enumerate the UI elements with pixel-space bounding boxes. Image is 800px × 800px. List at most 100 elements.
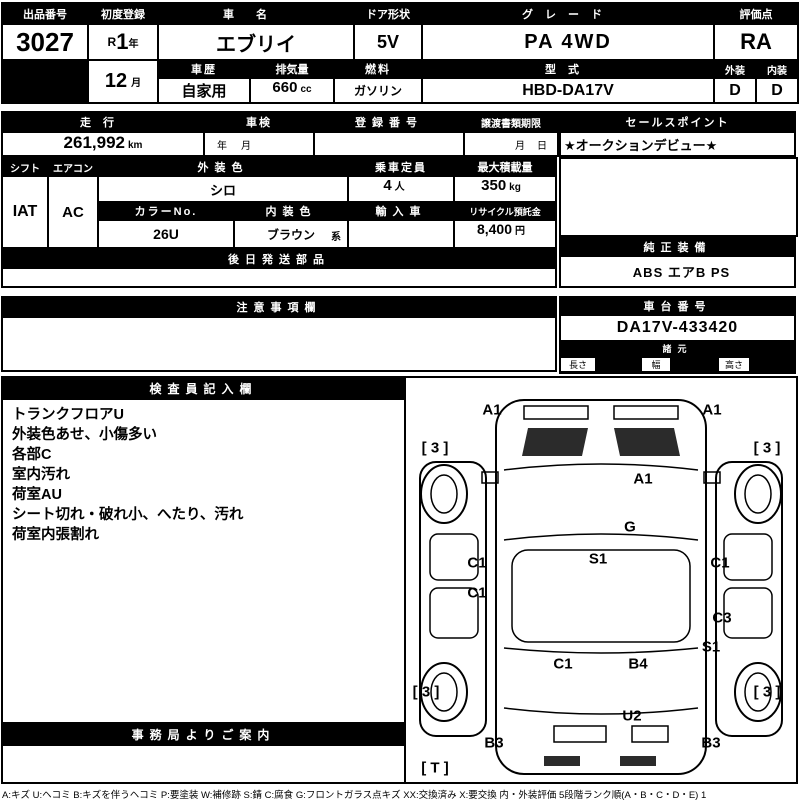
top-info-table: 出品番号 3027 初度登録 R 1 年 12 月 車名 エブリイ ドア形状 5… — [1, 2, 799, 104]
caution-content — [3, 318, 555, 370]
exterior-color: シロ — [99, 177, 347, 201]
lot-black-box — [3, 61, 87, 102]
damage-mark: G — [624, 518, 636, 536]
mileage-label: 走行 — [3, 113, 203, 131]
inspection-date-placeholder: 年 月 — [205, 133, 313, 155]
length-label: 長さ — [561, 358, 595, 371]
model-code: HBD-DA17V — [423, 79, 713, 102]
dimensions-row: 長さ 幅 高さ — [561, 357, 794, 372]
spec-table: シフト IAT エアコン AC 外装色 シロ 乗車定員 4 人 最大積載量 35… — [1, 157, 557, 249]
right-headlight-icon — [614, 428, 680, 456]
inspection-label: 車検 — [205, 113, 313, 131]
damage-mark: [ 3 ] — [753, 439, 781, 457]
displacement-value: 660 — [272, 79, 298, 96]
office-info-content — [3, 746, 404, 782]
inspector-note-line: 外装色あせ、小傷多い — [12, 427, 157, 443]
car-history: 自家用 — [159, 79, 249, 102]
later-parts-label: 後日発送部品 — [3, 251, 555, 267]
model-code-label: 型式 — [423, 61, 713, 77]
later-parts-table: 後日発送部品 — [1, 249, 557, 288]
rear-right-wheel-icon — [734, 662, 782, 722]
mileage-value: 261,992 — [63, 133, 125, 152]
mileage-unit: km — [128, 140, 143, 151]
rear-lamp-right-icon — [620, 756, 656, 766]
interior-color-suffix: 系 — [331, 232, 341, 243]
car-body-outline — [495, 399, 707, 775]
grade: PA 4WD — [423, 25, 713, 59]
width-label: 幅 — [642, 358, 670, 371]
inspector-note-line: 室内汚れ — [12, 467, 70, 483]
evaluation-score: RA — [715, 25, 797, 59]
shift: IAT — [3, 177, 47, 247]
later-parts — [3, 269, 555, 286]
dimensions-label: 諸元 — [561, 342, 794, 355]
left-mirror-icon — [481, 471, 499, 484]
damage-mark: A1 — [633, 470, 653, 488]
damage-mark: C1 — [467, 584, 487, 602]
registration-month: 12 — [104, 70, 128, 92]
damage-mark: [ 3 ] — [412, 683, 440, 701]
first-registration-year: R 1 年 — [89, 25, 157, 59]
windshield-bottom-line — [503, 533, 699, 541]
genuine-equipment: ABS エアB PS — [561, 257, 794, 286]
rear-window-bottom-line — [503, 707, 699, 715]
damage-mark: [ 3 ] — [753, 683, 781, 701]
car-name: エブリイ — [159, 25, 353, 59]
ac: AC — [49, 177, 97, 247]
fuel: ガソリン — [335, 79, 421, 102]
chassis-number: DA17V-433420 — [561, 316, 794, 340]
chassis-box: 車台番号 DA17V-433420 諸元 長さ 幅 高さ — [559, 296, 796, 374]
interior-color: ブラウン 系 — [235, 221, 347, 247]
recycle-deposit: 8,400 円 — [455, 221, 555, 247]
mileage: 261,992 km — [3, 133, 203, 155]
shift-label: シフト — [3, 159, 47, 175]
right-side-panel — [715, 461, 783, 737]
inspector-label: 検査員記入欄 — [3, 378, 404, 398]
era-code: R — [107, 35, 117, 49]
transfer-deadline-label: 譲渡書類期限 — [465, 113, 557, 131]
exterior-color-label: 外装色 — [99, 159, 347, 175]
interior-grade: D — [757, 79, 797, 102]
left-side-panel — [419, 461, 487, 737]
recycle-value: 8,400 — [476, 221, 513, 237]
damage-mark: U2 — [622, 707, 642, 725]
damage-mark: C3 — [712, 609, 732, 627]
side-windows — [429, 533, 773, 639]
caution-label: 注意事項欄 — [3, 298, 555, 316]
capacity-unit: 人 — [394, 182, 405, 193]
damage-mark: C1 — [467, 554, 487, 572]
capacity-label: 乗車定員 — [349, 159, 453, 175]
office-info-label: 事務局よりご案内 — [3, 724, 404, 744]
damage-legend: A:キズ U:ヘコミ B:キズを伴うヘコミ P:要塗装 W:補修跡 S:錆 C:… — [2, 790, 707, 800]
import-car — [349, 221, 453, 247]
mirrors — [481, 471, 721, 484]
interior-color-label: 内装色 — [235, 203, 347, 219]
registration-year: 1 — [116, 29, 129, 54]
roof-outline — [511, 549, 691, 643]
color-number-label: カラーNo. — [99, 203, 233, 219]
max-load-unit: kg — [509, 182, 521, 193]
damage-mark: [ T ] — [421, 759, 449, 777]
caution-table: 注意事項欄 — [1, 296, 557, 372]
capacity-value: 4 — [383, 177, 392, 194]
genuine-equipment-label: 純正装備 — [561, 239, 794, 255]
damage-mark: B3 — [484, 734, 504, 752]
import-car-label: 輸入車 — [349, 203, 453, 219]
right-mirror-icon — [703, 471, 721, 484]
rear-license-area — [553, 725, 607, 743]
grade-label: グレード — [423, 4, 713, 23]
front-right-wheel-icon — [734, 464, 782, 524]
inspector-note-line: 荷室AU — [12, 487, 62, 503]
evaluation-score-label: 評価点 — [715, 4, 797, 23]
inspection-month-label: 月 — [241, 140, 251, 152]
damage-mark: S1 — [701, 638, 721, 656]
month-unit: 月 — [131, 78, 142, 89]
car-history-label: 車歴 — [159, 61, 249, 77]
displacement-unit: cc — [300, 84, 312, 95]
windshield-top-line — [503, 463, 699, 471]
